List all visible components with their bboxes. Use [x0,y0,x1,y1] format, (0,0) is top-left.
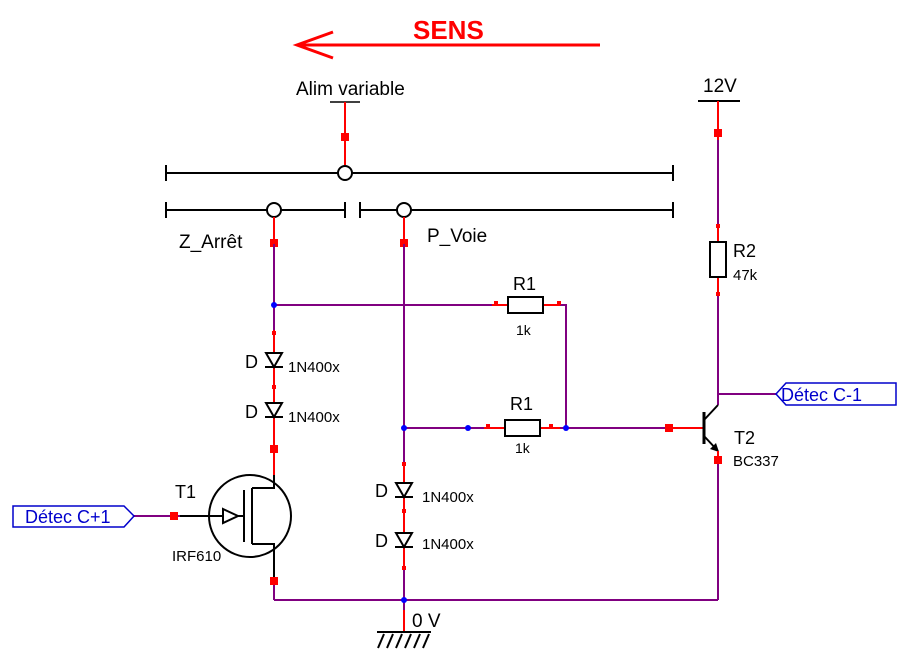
port-detec-minus-label: Détec C-1 [781,385,862,405]
v12-pin [714,129,722,137]
port-detec-minus [774,382,897,406]
diode-left-2-value: 1N400x [288,409,340,426]
direction-arrow-icon [292,30,600,60]
r1-bottom-name: R1 [510,394,533,414]
diode-left-1 [264,330,284,389]
p-voie-rail [359,202,674,218]
diode-right-2-value: 1N400x [422,536,474,553]
junctions [271,302,569,603]
title-text: SENS [413,15,484,45]
diode-left-1-name: D [245,352,258,372]
diode-right-1-value: 1N400x [422,489,474,506]
main-bus [165,165,674,181]
z-arret-pin [270,239,278,247]
ground-icon [377,610,431,649]
diode-left-2 [264,388,284,453]
p-voie-label: P_Voie [427,226,487,247]
diode-right-1 [394,462,414,513]
t2-value: BC337 [733,453,779,470]
t2-name: T2 [734,428,755,448]
resistor-r1-top [492,296,561,314]
diode-right-2-name: D [375,531,388,551]
port-detec-plus-label: Détec C+1 [25,507,111,527]
wires [134,140,776,632]
supply-pin [341,133,349,141]
t1-value: IRF610 [172,548,221,565]
diode-right-1-name: D [375,481,388,501]
z-arret-label: Z_Arrêt [179,232,243,253]
r1-bottom-value: 1k [515,440,531,456]
r1-top-value: 1k [516,322,532,338]
mosfet-t1 [170,452,292,585]
resistor-r2 [709,224,727,296]
supply-label: Alim variable [296,79,405,100]
z-arret-rail [165,202,346,218]
port-detec-plus [12,505,136,528]
r2-name: R2 [733,241,756,261]
diode-left-1-value: 1N400x [288,359,340,376]
resistor-r1-bottom [484,419,560,437]
diode-left-2-name: D [245,402,258,422]
r2-value: 47k [733,267,758,284]
ground-label: 0 V [412,611,441,632]
v12-label: 12V [703,76,737,97]
transistor-t2 [665,404,722,464]
t1-name: T1 [175,482,196,502]
diode-right-2 [394,512,414,570]
p-voie-pin [400,239,408,247]
r1-top-name: R1 [513,274,536,294]
